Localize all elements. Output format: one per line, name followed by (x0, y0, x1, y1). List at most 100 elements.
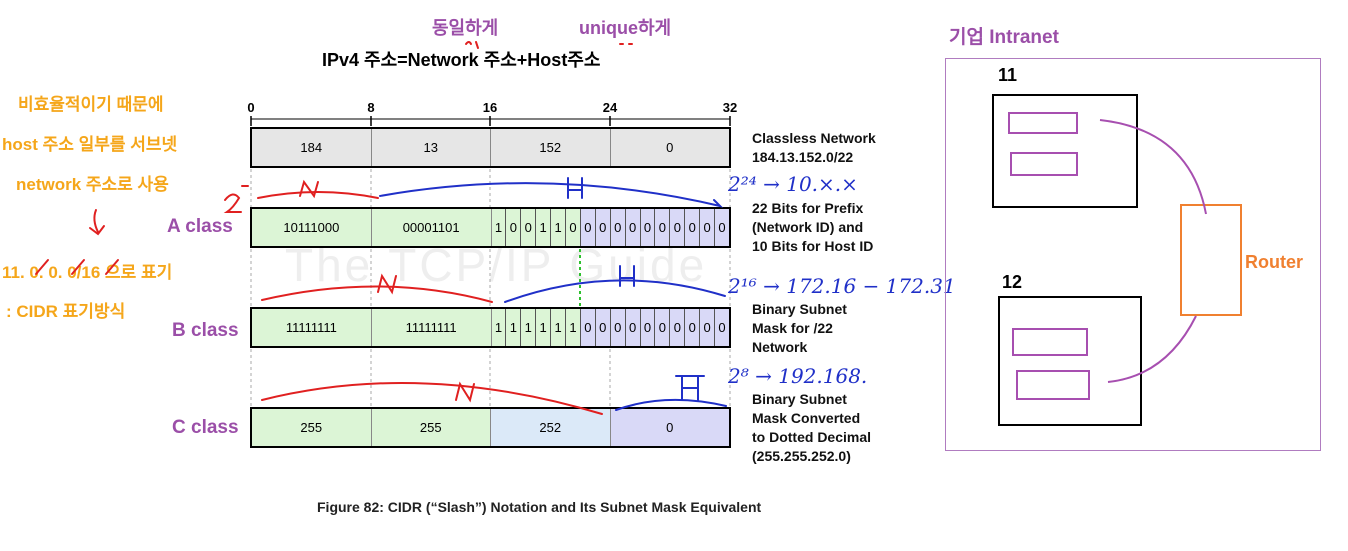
bit: 1 (491, 309, 507, 346)
bit: 1 (506, 309, 522, 346)
bit: 0 (640, 309, 656, 346)
mask-octet-3: 252 (491, 409, 611, 446)
bit: 0 (655, 209, 671, 246)
desc-binary: 22 Bits for Prefix (Network ID) and 10 B… (752, 199, 873, 256)
cidr-note: : CIDR 표기방식 (6, 302, 126, 321)
router-label: Router (1245, 252, 1303, 272)
handwriting-layer (35, 41, 727, 415)
tick-24: 24 (602, 100, 618, 115)
bit: 0 (700, 309, 716, 346)
ink-b-network-arc (261, 285, 493, 303)
tick-16: 16 (482, 100, 498, 115)
desc-line: Mask for /22 (752, 320, 833, 336)
bit: 0 (506, 209, 522, 246)
ink-a-range: 2²⁴ → 10.×.× (728, 172, 858, 196)
ink-mark (465, 41, 479, 49)
same-annotation: 동일하게 (432, 18, 499, 38)
host-box (1016, 370, 1090, 400)
network-12-box (998, 296, 1142, 426)
desc-line: 22 Bits for Prefix (752, 200, 864, 216)
bit: 0 (610, 309, 626, 346)
class-c-label: C class (172, 417, 239, 438)
octet-2: 13 (371, 129, 491, 166)
unique-annotation: unique하게 (579, 18, 672, 38)
ink-arrow (89, 209, 105, 236)
ink-a-power (223, 185, 249, 213)
ink-c-range: 2⁸ → 192.168. (728, 364, 868, 388)
desc-line: 10 Bits for Host ID (752, 238, 874, 254)
octet-4: 0 (610, 129, 729, 166)
ink-b-h (619, 265, 635, 287)
desc-line: to Dotted Decimal (752, 429, 872, 445)
link-12 (1107, 315, 1197, 383)
bit: 0 (595, 309, 611, 346)
desc-line: Binary Subnet (752, 391, 847, 407)
router-links (1099, 119, 1207, 383)
desc-line: Binary Subnet (752, 301, 847, 317)
bit: 0 (715, 309, 729, 346)
desc-line: (255.255.252.0) (752, 448, 851, 464)
bit: 1 (551, 309, 567, 346)
desc-classless: Classless Network 184.13.152.0/22 (752, 129, 876, 167)
desc-line: (Network ID) and (752, 219, 864, 235)
host-box (1008, 112, 1078, 134)
left-note-3: network 주소로 사용 (16, 175, 169, 194)
ink-b-range: 2¹⁶ → 172.16 − 172.31 (728, 274, 956, 298)
left-note-2: host 주소 일부를 서브넷 (2, 135, 178, 154)
bit: 0 (700, 209, 716, 246)
binary-mask-row: 11111111 11111111 1 1 1 1 1 1 0 0 0 0 0 … (250, 307, 731, 348)
ink-b-host-arc (504, 279, 726, 303)
class-b-label: B class (172, 320, 239, 341)
ink-a-host-arc (379, 182, 724, 208)
ink-b-n (377, 273, 397, 295)
link-11 (1099, 119, 1207, 215)
desc-line: Network (752, 339, 808, 355)
bit: 0 (580, 209, 596, 246)
class-a-label: A class (167, 216, 233, 237)
left-note-1: 비효율적이기 때문에 (18, 95, 164, 114)
bit: 0 (625, 209, 641, 246)
router-box (1180, 204, 1242, 316)
bit: 0 (715, 209, 729, 246)
bit: 1 (521, 309, 537, 346)
main-formula: IPv4 주소=Network 주소+Host주소 (322, 50, 601, 70)
desc-mask: Binary Subnet Mask for /22 Network (752, 300, 847, 357)
bit: 1 (566, 309, 581, 346)
ink-a-n (299, 179, 319, 199)
cidr-example: 11. 0. 0. 0/16 으로 표기 (2, 263, 173, 282)
bit: 0 (521, 209, 537, 246)
ink-c-n (455, 381, 475, 403)
desc-line: Mask Converted (752, 410, 861, 426)
intranet-title: 기업 Intranet (949, 27, 1059, 48)
bit: 1 (536, 309, 552, 346)
bit: 0 (685, 209, 701, 246)
ink-c-network-arc (261, 381, 603, 415)
bit: 1 (536, 209, 552, 246)
host-box (1012, 328, 1088, 356)
mask-octet-1: 255 (252, 409, 372, 446)
bit: 1 (491, 209, 507, 246)
dotted-mask-row: 255 255 252 0 (250, 407, 731, 448)
bit: 0 (595, 209, 611, 246)
host-box (1010, 152, 1078, 176)
classless-network-row: 184 13 152 0 (250, 127, 731, 168)
network-11-box (992, 94, 1138, 208)
desc-line: Classless Network (752, 130, 876, 146)
bit: 1 (551, 209, 567, 246)
octet-2-binary: 00001101 (371, 209, 492, 246)
octet-1-binary: 10111000 (252, 209, 372, 246)
tick-32: 32 (722, 100, 738, 115)
mask-octet-4: 0 (610, 409, 729, 446)
desc-line: 184.13.152.0/22 (752, 149, 854, 165)
bit: 0 (580, 309, 596, 346)
bit: 0 (670, 209, 686, 246)
ink-a-h (567, 177, 583, 199)
mask-octet-2: 255 (371, 409, 491, 446)
desc-dotted: Binary Subnet Mask Converted to Dotted D… (752, 390, 871, 466)
bit: 0 (655, 309, 671, 346)
intranet-frame (945, 58, 1321, 451)
ink-strike (35, 259, 119, 275)
octet-3: 152 (491, 129, 611, 166)
bit: 0 (640, 209, 656, 246)
mask-octet-1-binary: 11111111 (252, 309, 372, 346)
